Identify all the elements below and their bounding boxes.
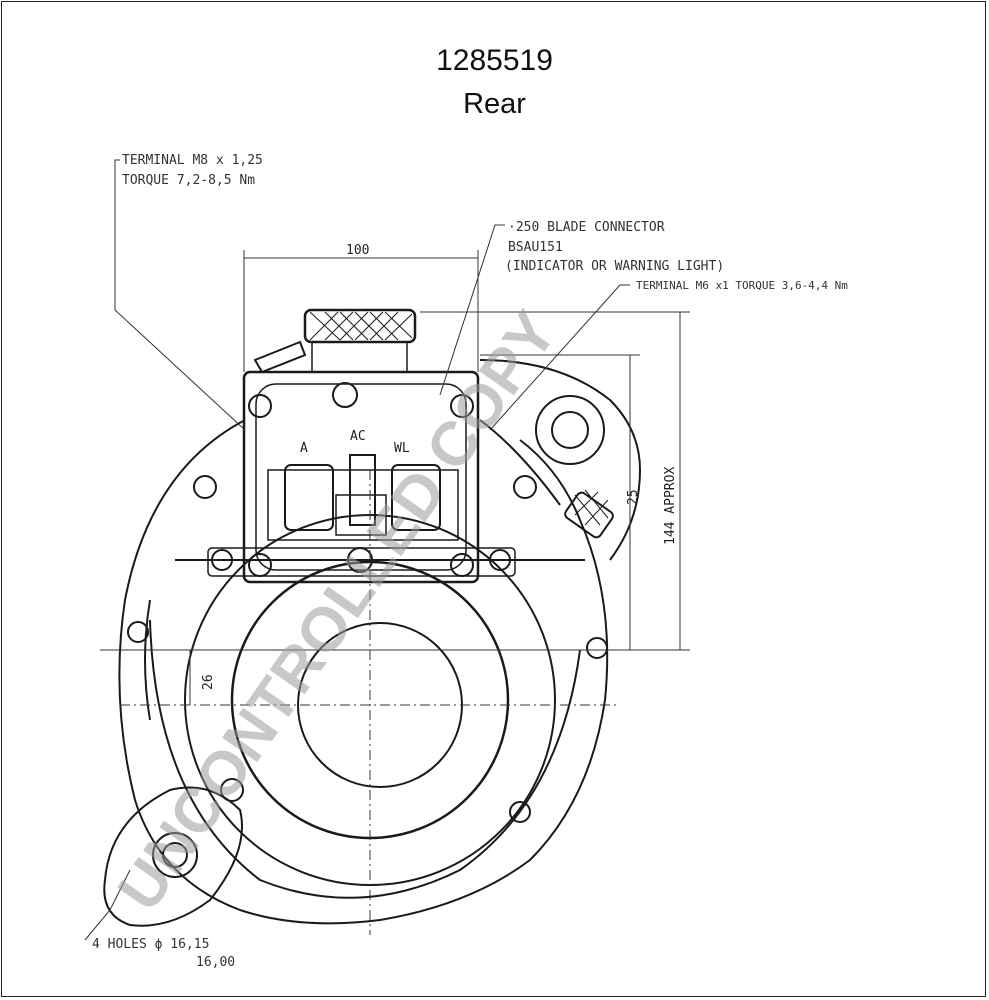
blade-standard-note: BSAU151 — [508, 240, 563, 255]
terminal-main-note: TERMINAL M8 x 1,25 — [122, 153, 263, 168]
dimension-width: 100 — [346, 243, 369, 258]
terminal-label-ac: AC — [350, 429, 366, 444]
holes-note-lower: 16,00 — [196, 955, 235, 970]
part-number-title: 1285519 — [436, 44, 553, 77]
dimension-lines — [84, 159, 690, 941]
blade-purpose-note: (INDICATOR OR WARNING LIGHT) — [505, 259, 724, 274]
terminal-label-a: A — [300, 441, 308, 456]
terminal-small-note: TERMINAL M6 x1 TORQUE 3,6-4,4 Nm — [636, 279, 848, 292]
blade-connector-note: ·250 BLADE CONNECTOR — [508, 220, 665, 235]
holes-note: 4 HOLES ϕ 16,15 — [92, 937, 209, 952]
knurl-hatching — [309, 311, 609, 526]
dimension-offset-left: 26 — [201, 674, 216, 690]
view-subtitle: Rear — [463, 88, 526, 120]
dimension-labels: 100 144 APPROX 25 26 — [201, 243, 678, 690]
annotations: TERMINAL M8 x 1,25 TORQUE 7,2-8,5 Nm ·25… — [92, 153, 848, 970]
uncontrolled-copy-watermark: UNCONTROLLED COPY — [105, 299, 570, 923]
dimension-offset-right: 25 — [626, 489, 641, 505]
terminal-main-torque: TORQUE 7,2-8,5 Nm — [122, 173, 255, 188]
dimension-height: 144 APPROX — [663, 467, 678, 545]
terminal-label-wl: WL — [394, 441, 410, 456]
terminal-labels: A AC WL — [300, 429, 410, 456]
